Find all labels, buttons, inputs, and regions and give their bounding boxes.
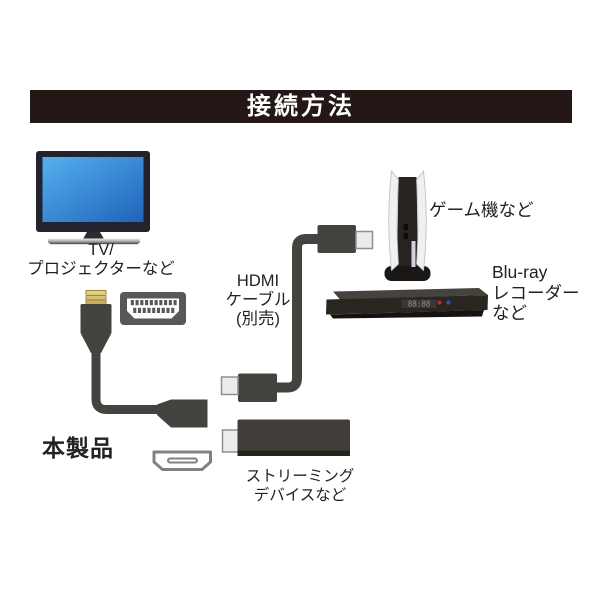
product-adapter-cable-icon: [80, 290, 208, 428]
bluray-label-line3: など: [492, 303, 527, 323]
tv-label: TV/ プロジェクターなど: [15, 241, 187, 278]
hdmi-cable-label-line3: (別売): [236, 310, 280, 328]
streaming-stick-icon: [221, 419, 350, 456]
hdmi-port-icon: [120, 292, 186, 325]
tv-label-line2: プロジェクターなど: [27, 259, 175, 278]
hdmi-cable-label-line2: ケーブル: [225, 291, 291, 309]
product-label: 本製品: [42, 435, 114, 461]
bluray-label: Blu-ray レコーダー など: [492, 262, 580, 324]
hdmi-female-port-icon: [152, 450, 212, 471]
game-console-label: ゲーム機など: [429, 200, 534, 220]
hdmi-cable-icon: [220, 225, 374, 402]
hdmi-cable-label-line1: HDMI: [236, 272, 280, 290]
game-console-icon: [384, 169, 431, 281]
hdmi-cable-label: HDMI ケーブル (別売): [212, 272, 304, 329]
bluray-label-line2: レコーダー: [492, 282, 580, 303]
tv-label-line1: TV/: [88, 241, 114, 259]
header-bar: 接続方法: [30, 90, 572, 123]
page-title: 接続方法: [247, 92, 355, 120]
bluray-label-line1: Blu-ray: [492, 262, 548, 282]
streaming-label: ストリーミング デバイスなど: [234, 467, 366, 505]
recorder-display: 88:88: [408, 300, 431, 309]
streaming-label-line2: デバイスなど: [253, 487, 347, 504]
tv-icon: [36, 151, 150, 245]
bluray-recorder-icon: 88:88: [326, 288, 488, 319]
streaming-label-line1: ストリーミング: [245, 468, 355, 485]
